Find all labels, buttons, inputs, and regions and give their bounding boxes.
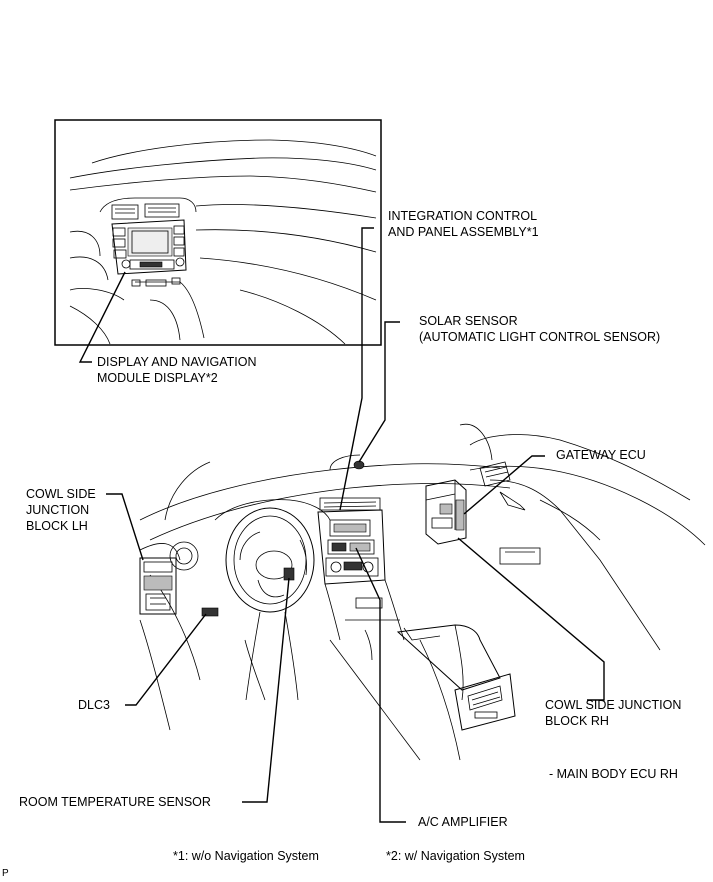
leader-lines [78,227,605,823]
label-room-temp-sensor: ROOM TEMPERATURE SENSOR [19,795,211,809]
label-cowl-side-lh: COWL SIDE JUNCTION BLOCK LH [26,487,96,533]
label-main-body-ecu: - MAIN BODY ECU RH [549,767,678,781]
gateway-ecu-drawing [425,479,467,545]
label-display-navigation: DISPLAY AND NAVIGATION MODULE DISPLAY*2 [97,355,257,385]
label-cowl-side-rh: COWL SIDE JUNCTION BLOCK RH [545,698,682,728]
cowl-block-lh-drawing [139,557,177,615]
footnote-1: *1: w/o Navigation System [173,849,319,863]
label-ac-amplifier: A/C AMPLIFIER [418,815,508,829]
dashboard-drawing [139,423,706,761]
inset-navigation-view [54,119,382,346]
label-gateway-ecu: GATEWAY ECU [556,448,646,462]
label-solar-sensor: SOLAR SENSOR (AUTOMATIC LIGHT CONTROL SE… [419,314,661,344]
label-integration-control: INTEGRATION CONTROL AND PANEL ASSEMBLY*1 [388,209,539,239]
footnote-2: *2: w/ Navigation System [386,849,525,863]
corner-mark: P [2,868,9,879]
label-dlc3: DLC3 [78,698,110,712]
